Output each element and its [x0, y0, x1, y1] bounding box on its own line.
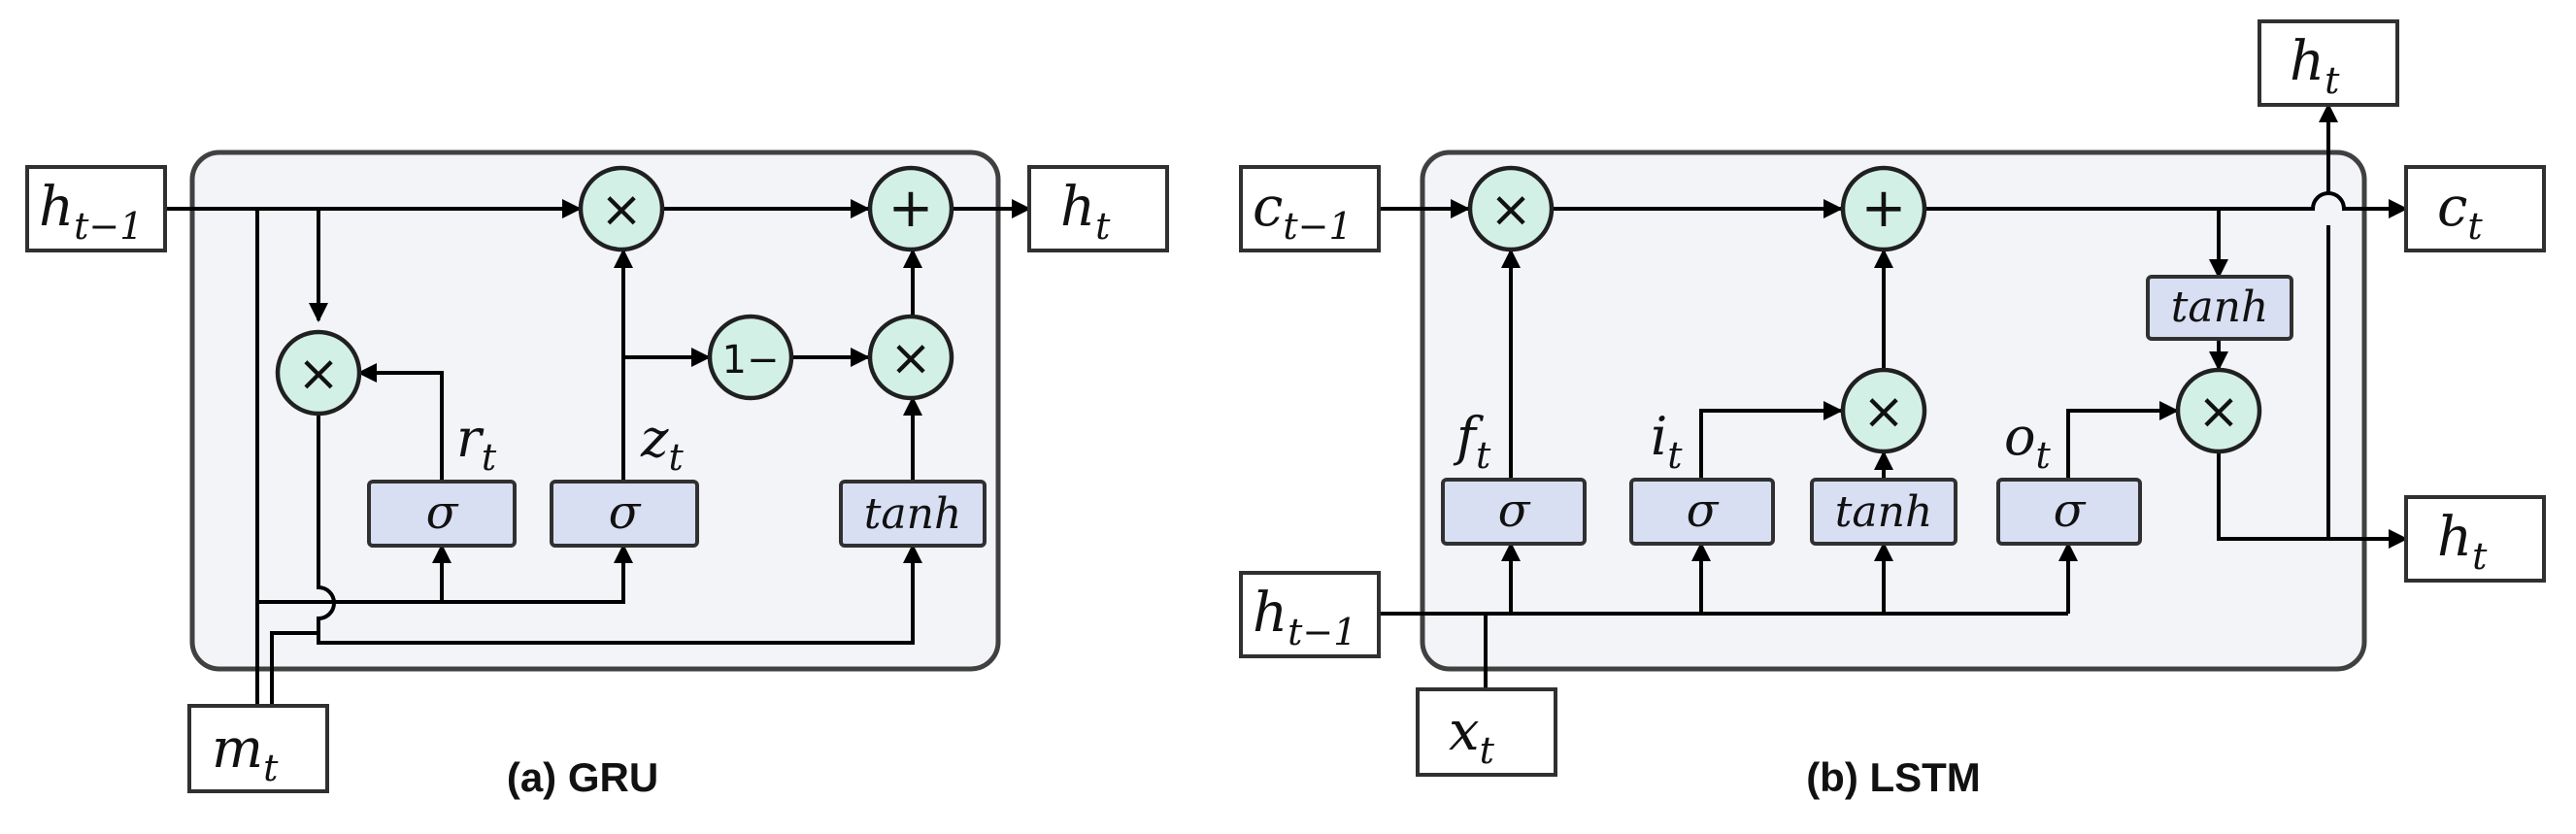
svg-text:ht−1: ht−1: [39, 176, 143, 248]
lstm-add: +: [1840, 165, 1927, 252]
gru-input-m: mt: [187, 704, 329, 793]
svg-text:ht: ht: [1060, 176, 1111, 248]
gru-wires: [165, 199, 1031, 718]
svg-text:ht−1: ht−1: [1253, 582, 1356, 653]
lstm-tanh-output-gate: tanh: [2146, 275, 2293, 341]
lstm-wires: [1379, 105, 2408, 689]
svg-text:σ: σ: [609, 485, 642, 540]
svg-text:×: ×: [1489, 181, 1532, 239]
lstm-sigma-forget-gate: σ: [1441, 478, 1587, 546]
svg-text:xt: xt: [1449, 700, 1495, 772]
gru-top-multiply: ×: [578, 165, 665, 252]
lstm-diagram: ct−1 ht−1 xt ht ct ht σ σ: [1239, 19, 2546, 800]
gru-one-minus: 1−: [707, 314, 794, 401]
svg-text:σ: σ: [426, 485, 459, 540]
svg-text:mt: mt: [212, 717, 279, 789]
lstm-tanh-input-gate: tanh: [1810, 478, 1957, 546]
gru-update-multiply: ×: [867, 314, 954, 401]
gru-input-h-prev: ht−1: [25, 165, 167, 252]
svg-text:1−: 1−: [722, 338, 780, 383]
lstm-label-i: it: [1651, 406, 1683, 477]
gru-add: +: [867, 165, 954, 252]
gru-label-z: zt: [640, 408, 684, 479]
gru-sigma-update-gate: σ: [550, 480, 699, 548]
svg-text:+: +: [888, 177, 934, 240]
svg-text:×: ×: [297, 345, 340, 403]
lstm-output-h: ht: [2404, 495, 2546, 583]
svg-text:tanh: tanh: [2171, 283, 2269, 332]
gru-output-h: ht: [1027, 165, 1169, 252]
gru-sigma-reset-gate: σ: [367, 480, 517, 548]
gru-caption: (a) GRU: [507, 754, 658, 800]
svg-text:×: ×: [2197, 383, 2240, 441]
svg-text:σ: σ: [2054, 484, 2087, 538]
svg-text:ct: ct: [2437, 176, 2483, 248]
lstm-caption: (b) LSTM: [1806, 754, 1981, 800]
lstm-forget-multiply: ×: [1467, 165, 1555, 252]
svg-text:tanh: tanh: [864, 489, 962, 539]
lstm-output-multiply: ×: [2175, 367, 2262, 454]
svg-text:×: ×: [1862, 383, 1905, 441]
svg-text:ct−1: ct−1: [1253, 176, 1353, 248]
lstm-output-c: ct: [2404, 165, 2546, 252]
lstm-sigma-output-gate: σ: [1996, 478, 2142, 546]
svg-text:×: ×: [600, 181, 643, 239]
svg-text:σ: σ: [1687, 484, 1720, 538]
gru-reset-multiply: ×: [275, 329, 362, 417]
lstm-input-h-prev: ht−1: [1239, 571, 1381, 658]
svg-text:σ: σ: [1498, 484, 1531, 538]
gru-tanh-gate: tanh: [839, 480, 987, 548]
gru-label-r: rt: [456, 408, 497, 479]
lstm-input-c-prev: ct−1: [1239, 165, 1381, 252]
lstm-output-h-top: ht: [2258, 19, 2399, 107]
svg-text:tanh: tanh: [1835, 487, 1933, 537]
svg-text:×: ×: [889, 329, 932, 387]
lstm-input-x: xt: [1416, 687, 1557, 777]
lstm-input-multiply: ×: [1840, 367, 1927, 454]
svg-text:ht: ht: [2437, 506, 2488, 578]
svg-text:ht: ht: [2290, 30, 2340, 102]
svg-text:+: +: [1861, 177, 1907, 240]
lstm-sigma-input-gate: σ: [1629, 478, 1775, 546]
gru-diagram: ht−1 ht mt σ σ tanh rt zt: [25, 150, 1169, 800]
lstm-label-o: ot: [2004, 406, 2052, 477]
